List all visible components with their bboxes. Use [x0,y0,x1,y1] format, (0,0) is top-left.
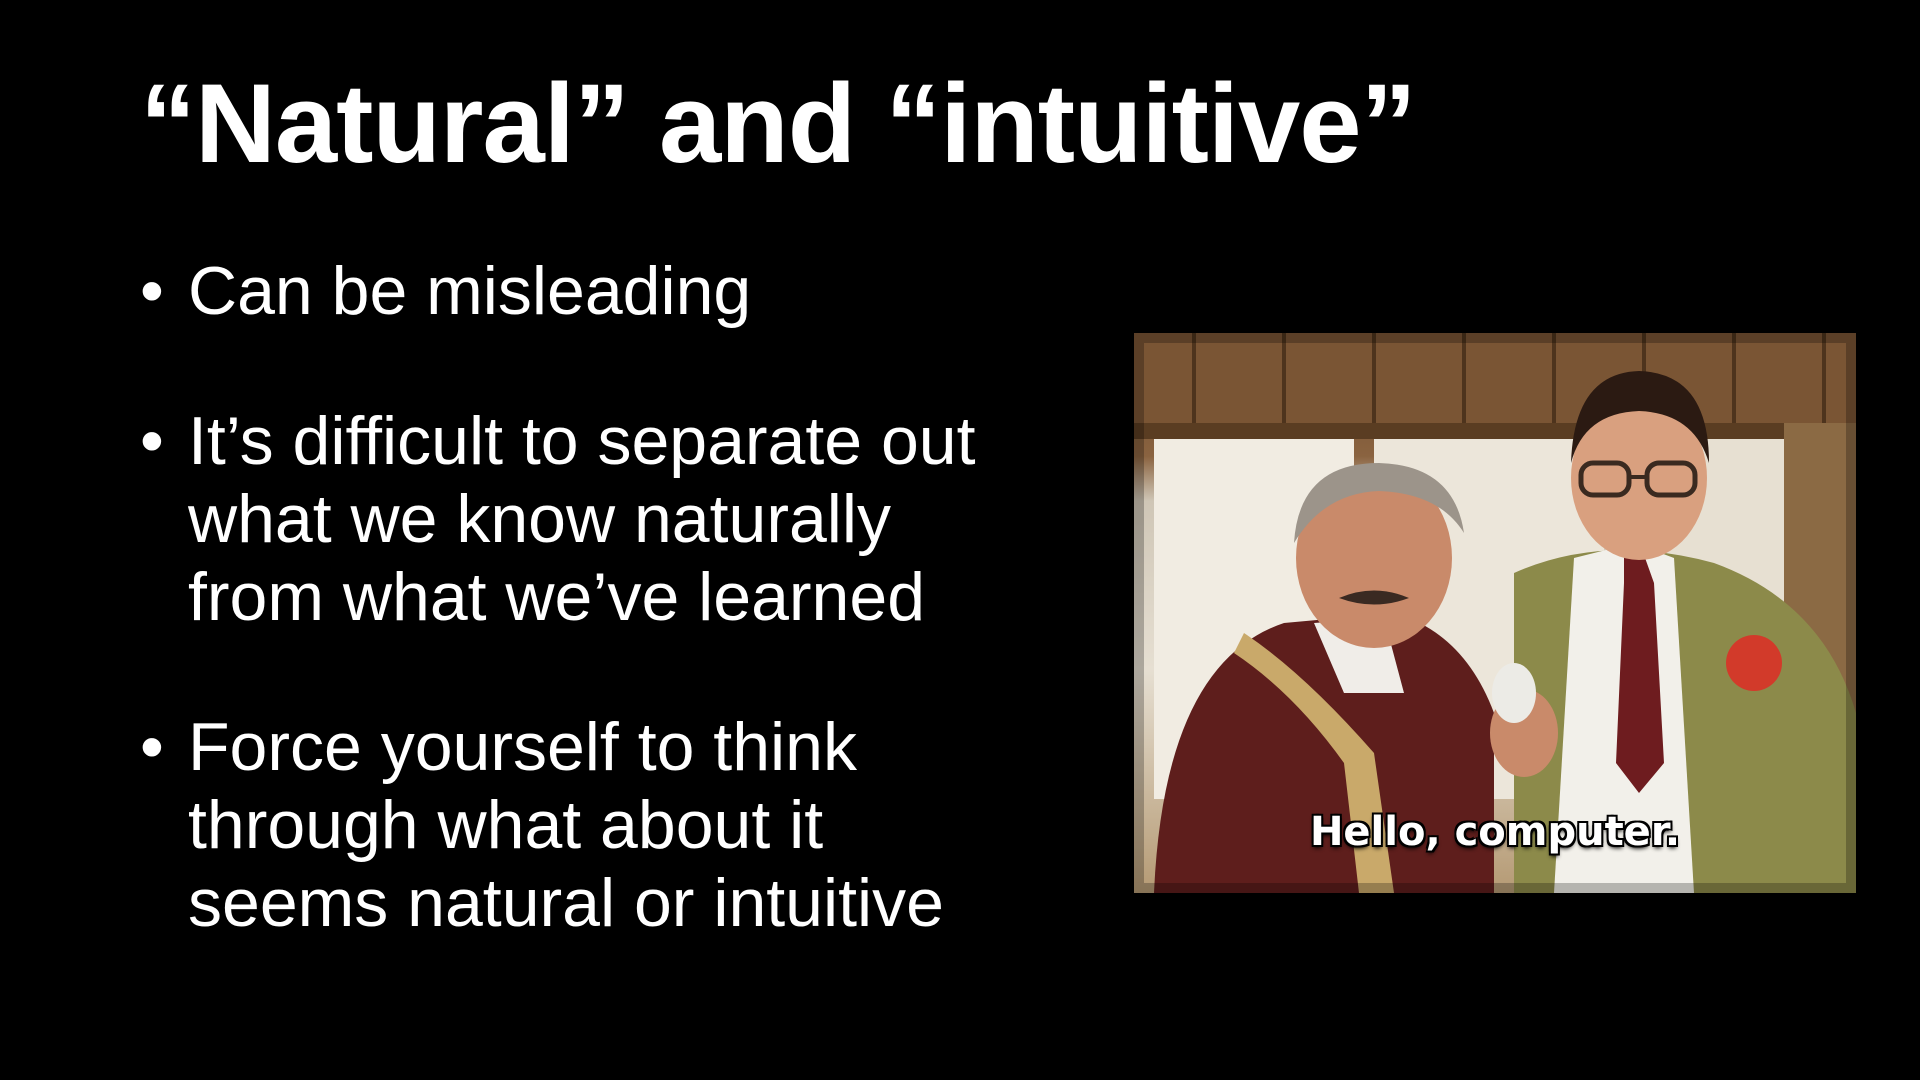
bullet-line: through what about it [188,787,824,863]
movie-still-photo: Hello, computer. [1134,333,1856,893]
photo-caption: Hello, computer. [1309,809,1681,855]
bullet-item-force: • Force yourself to think through what a… [140,708,1040,942]
bullet-dot-icon: • [140,403,164,479]
bullet-line: Force yourself to think [188,709,857,785]
bullet-dot-icon: • [140,709,164,785]
bullet-line: what we know naturally [188,481,892,557]
bullet-item-separate: • It’s difficult to separate out what we… [140,402,1040,636]
slide-title: “Natural” and “intuitive” [140,61,1417,186]
bullet-line: from what we’ve learned [188,559,926,635]
movie-still-illustration [1134,333,1856,893]
bullet-line: seems natural or intuitive [188,865,944,941]
bullet-line: Can be misleading [188,253,752,329]
bullet-item-misleading: • Can be misleading [140,252,1040,330]
bullet-line: It’s difficult to separate out [188,403,976,479]
bullet-dot-icon: • [140,253,164,329]
bullet-list: • Can be misleading • It’s difficult to … [140,252,1040,1014]
